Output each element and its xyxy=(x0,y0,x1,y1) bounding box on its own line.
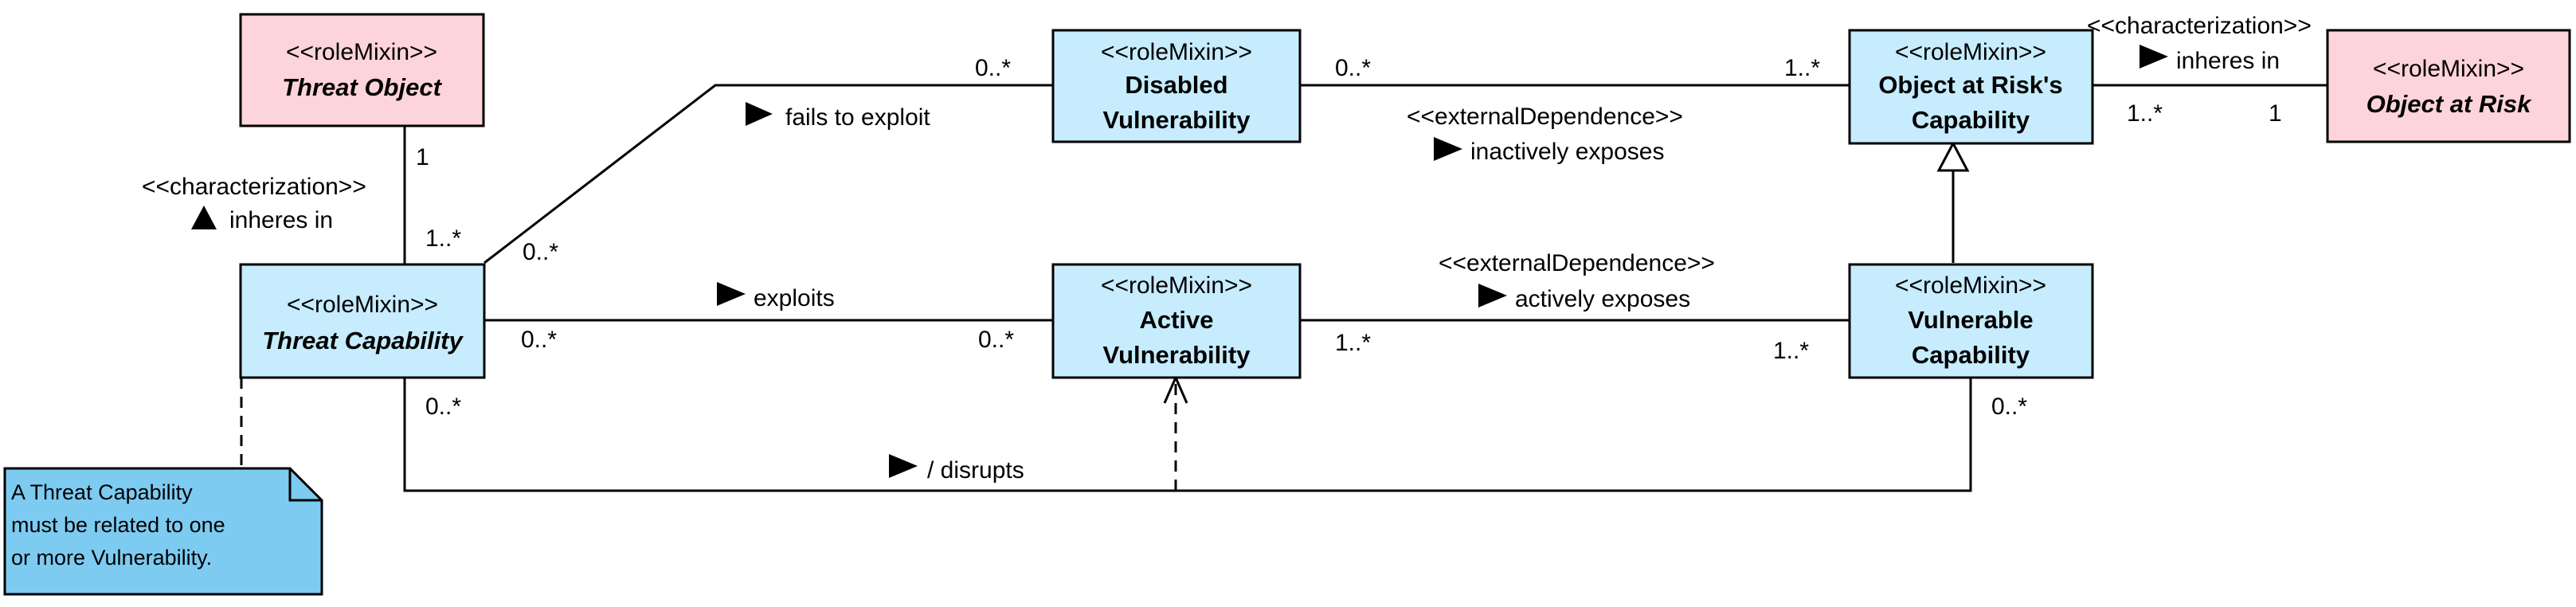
inactively-exposes-target-mult: 1..* xyxy=(1784,55,1820,81)
triangle-right-icon xyxy=(1478,284,1507,307)
disrupts-line[interactable] xyxy=(403,378,1972,492)
note-line-1: A Threat Capability xyxy=(11,480,193,504)
characterization-left-target-mult: 1..* xyxy=(425,225,461,252)
exploits-source-mult: 0..* xyxy=(521,327,557,353)
class-stereotype: <<roleMixin>> xyxy=(1101,39,1252,65)
actively-exposes-target-mult: 1..* xyxy=(1773,338,1809,364)
class-stereotype: <<roleMixin>> xyxy=(1101,272,1252,299)
note-line-3: or more Vulnerability. xyxy=(11,546,212,570)
disrupts-target-mult: 0..* xyxy=(1991,394,2027,420)
triangle-right-icon xyxy=(1434,137,1462,161)
fails-to-exploit-source-mult: 0..* xyxy=(523,239,558,265)
class-stereotype: <<roleMixin>> xyxy=(286,39,437,65)
class-name-line-2: Capability xyxy=(1912,106,2030,134)
fails-to-exploit-line[interactable] xyxy=(483,84,1053,264)
fails-to-exploit-target-mult: 0..* xyxy=(975,55,1011,81)
class-name-line-1: Disabled xyxy=(1125,71,1227,99)
class-threat-capability[interactable]: <<roleMixin>> Threat Capability xyxy=(239,263,486,379)
characterization-left-stereotype: <<characterization>> xyxy=(142,174,366,200)
class-name-line-1: Active xyxy=(1139,306,1213,334)
characterization-left-label: inheres in xyxy=(229,207,333,233)
triangle-right-icon xyxy=(889,454,918,478)
characterization-right-label: inheres in xyxy=(2176,48,2280,74)
inactively-exposes-stereotype: <<externalDependence>> xyxy=(1407,104,1683,130)
class-stereotype: <<roleMixin>> xyxy=(287,292,438,318)
class-name: Object at Risk xyxy=(2367,90,2532,118)
triangle-up-icon xyxy=(191,206,217,229)
class-name-line-2: Vulnerability xyxy=(1103,341,1251,369)
fails-to-exploit-label: fails to exploit xyxy=(785,104,930,131)
class-stereotype: <<roleMixin>> xyxy=(1895,272,2046,299)
characterization-right-target-mult: 1 xyxy=(2269,100,2282,127)
class-object-at-risk[interactable]: <<roleMixin>> Object at Risk xyxy=(2326,29,2571,143)
generalization-arrowhead-icon xyxy=(1936,140,1970,172)
class-disabled-vulnerability[interactable]: <<roleMixin>> Disabled Vulnerability xyxy=(1051,29,1302,143)
class-threat-object[interactable]: <<roleMixin>> Threat Object xyxy=(239,13,485,127)
note-line-2: must be related to one xyxy=(11,513,225,537)
characterization-right-stereotype: <<characterization>> xyxy=(2087,13,2312,39)
class-name: Threat Capability xyxy=(262,327,464,354)
class-name-line-1: Vulnerable xyxy=(1908,306,2033,334)
characterization-right-source-mult: 1..* xyxy=(2127,100,2163,127)
class-name-line-2: Vulnerability xyxy=(1103,106,1251,134)
actively-exposes-source-mult: 1..* xyxy=(1335,330,1371,356)
class-name-line-1: Object at Risk's xyxy=(1878,71,2062,99)
inactively-exposes-source-mult: 0..* xyxy=(1335,55,1371,81)
triangle-right-icon xyxy=(2139,45,2168,69)
class-object-at-risks-capability[interactable]: <<roleMixin>> Object at Risk's Capabilit… xyxy=(1848,29,2094,145)
class-active-vulnerability[interactable]: <<roleMixin>> Active Vulnerability xyxy=(1051,263,1302,379)
class-vulnerable-capability[interactable]: <<roleMixin>> Vulnerable Capability xyxy=(1848,263,2094,379)
class-stereotype: <<roleMixin>> xyxy=(1895,39,2046,65)
disrupts-label: / disrupts xyxy=(927,457,1024,484)
actively-exposes-stereotype: <<externalDependence>> xyxy=(1439,250,1715,276)
class-name-line-2: Capability xyxy=(1912,341,2030,369)
actively-exposes-label: actively exposes xyxy=(1515,286,1690,312)
constraint-note[interactable]: A Threat Capability must be related to o… xyxy=(3,467,323,596)
triangle-right-icon xyxy=(746,102,773,126)
exploits-target-mult: 0..* xyxy=(978,327,1014,353)
exploits-label: exploits xyxy=(754,285,835,311)
class-name: Threat Object xyxy=(282,73,442,101)
class-stereotype: <<roleMixin>> xyxy=(2373,56,2524,82)
disrupts-source-mult: 0..* xyxy=(425,394,461,420)
triangle-right-icon xyxy=(717,282,746,306)
inactively-exposes-label: inactively exposes xyxy=(1470,139,1664,165)
characterization-left-source-mult: 1 xyxy=(416,144,429,170)
